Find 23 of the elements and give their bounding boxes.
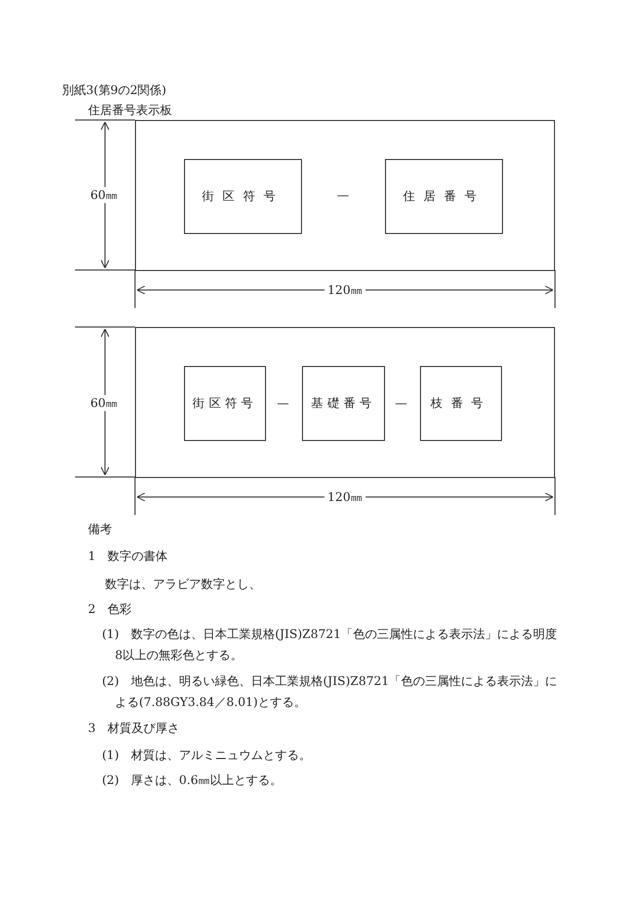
number-field-box [184,159,302,234]
note-heading: 1 数字の書体 [88,548,168,564]
plate-outline [135,327,555,478]
number-field-box [302,366,385,441]
note-text: (2) 厚さは、0.6㎜以上とする。 [102,772,284,789]
field-name: 住居番号 [403,188,485,205]
diagram-title: 住居番号表示板 [88,102,172,118]
field-name: 基礎番号 [311,395,376,412]
annex-heading: 別紙3(第9の2関係) [62,82,166,98]
number-field-box [184,366,266,441]
note-text: 数字は、アラビア数字とし、 [105,576,262,593]
notes-heading: 備考 [88,521,112,537]
plate-outline [135,120,555,271]
note-text: (2) 地色は、明るい緑色、日本工業規格(JIS)Z8721「色の三属性による表示法」による(7.88GY3.84／8.01)とする。 [102,673,558,711]
note-heading: 3 材質及び厚さ [88,720,180,736]
number-field-box [420,366,502,441]
field-name: 街区符号 [192,395,258,412]
field-name: 枝番号 [430,395,492,412]
note-text: (1) 数字の色は、日本工業規格(JIS)Z8721「色の三属性による表示法」による明度8以上の無彩色とする。 [102,626,558,664]
note-text: (1) 材質は、アルミニュウムとする。 [102,747,312,764]
number-field-box [385,159,503,234]
field-name: 街区符号 [202,188,284,205]
note-heading: 2 色彩 [88,601,132,617]
